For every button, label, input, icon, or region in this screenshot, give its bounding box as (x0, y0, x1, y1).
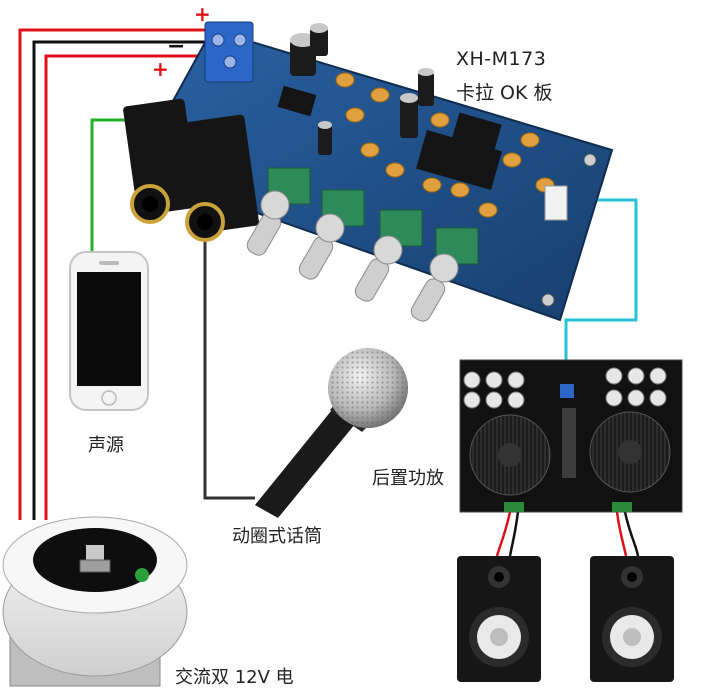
board-subtitle-label: 卡拉 OK 板 (456, 82, 553, 104)
plus-bottom-marker: + (152, 57, 169, 81)
power-wires (18, 28, 212, 520)
electrolytic-capacitors (290, 23, 434, 155)
toroidal-transformer (2, 516, 188, 687)
microphone-label: 动圈式话筒 (232, 526, 322, 547)
phone-icon (69, 251, 149, 411)
karaoke-board (123, 21, 614, 322)
plus-top-marker: + (194, 2, 211, 26)
wire-microphone (203, 240, 255, 500)
ic-chips (277, 85, 503, 190)
source-label: 声源 (88, 435, 124, 456)
knob-3 (354, 209, 423, 302)
minus-marker: − (167, 34, 186, 59)
wire-cyan-output (564, 198, 638, 392)
speaker-left (457, 556, 541, 682)
audio-jacks (123, 98, 259, 242)
speaker-right (590, 556, 674, 682)
amplifier-board (459, 359, 683, 513)
potentiometers (246, 167, 479, 322)
knob-1 (246, 167, 311, 256)
wire-red-outer (18, 28, 212, 520)
heatsink-fans (469, 411, 671, 496)
amp-capacitors (463, 367, 667, 409)
speaker-wires (495, 511, 640, 557)
amplifier-label: 后置功放 (372, 468, 444, 489)
microphone-icon (255, 348, 408, 518)
knob-2 (298, 189, 365, 280)
wire-black (32, 40, 212, 520)
transformer-label: 交流双 12V 电 (175, 667, 294, 688)
knob-4 (410, 227, 479, 322)
power-terminal (204, 21, 254, 83)
board-model-label: XH-M173 (456, 48, 547, 70)
wire-red-inner (44, 54, 212, 520)
